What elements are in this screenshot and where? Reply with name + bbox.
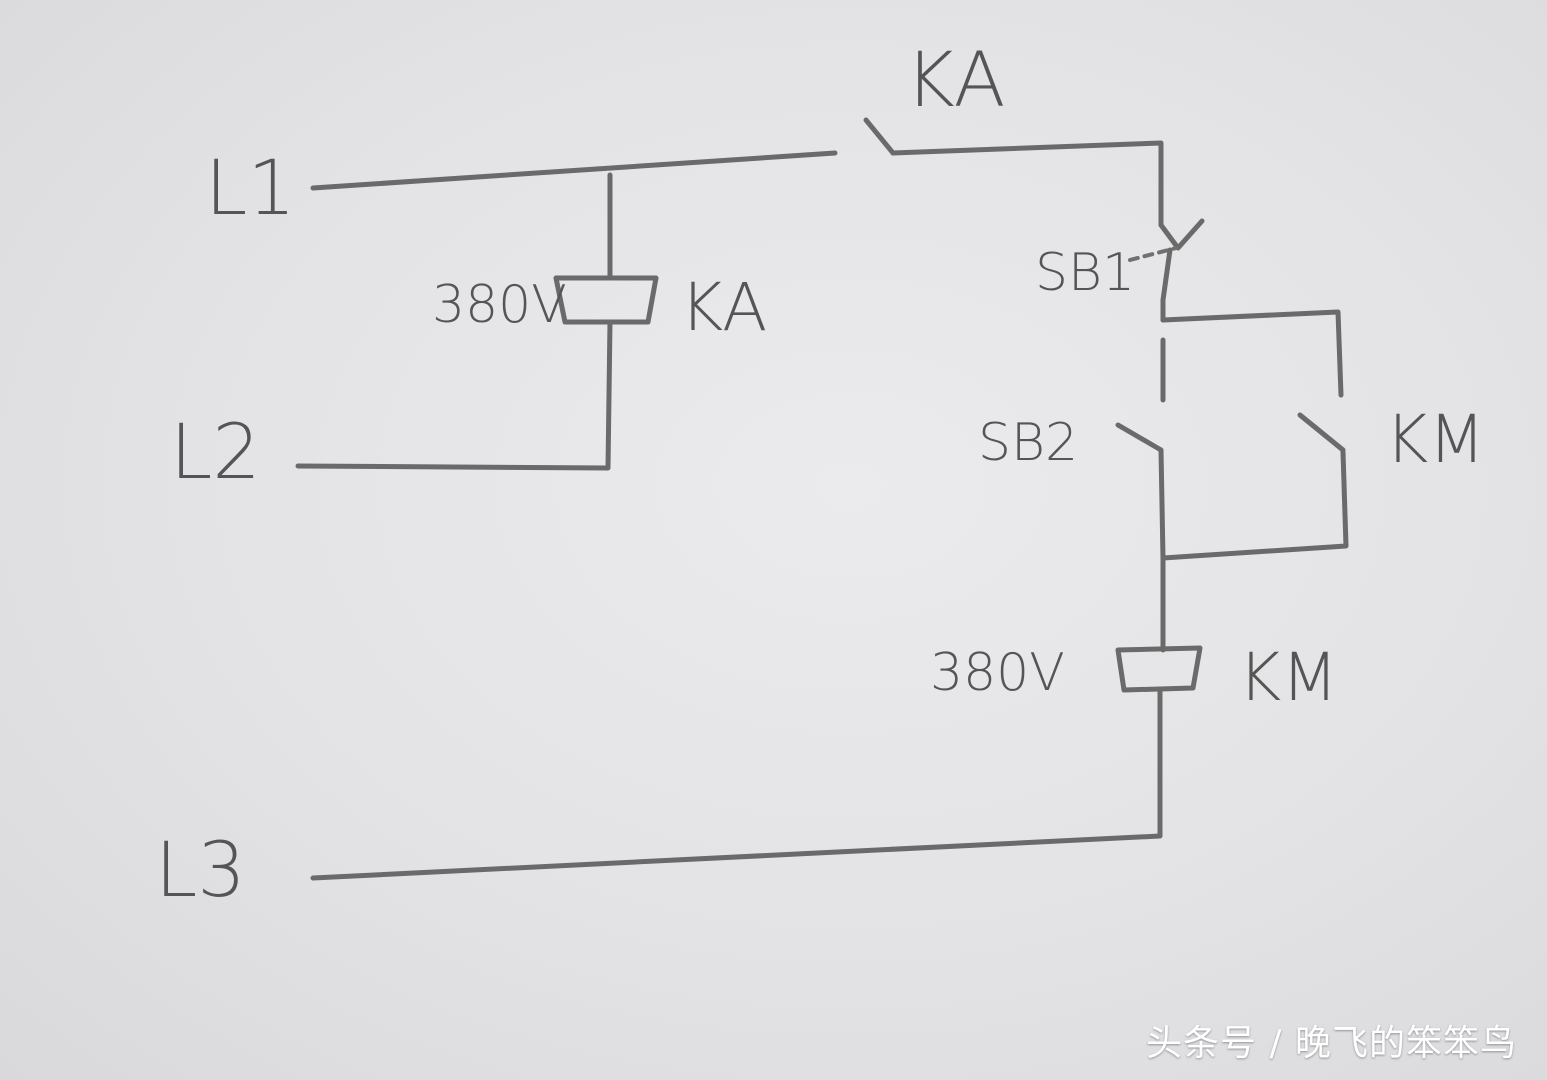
label-ka-contact: KA bbox=[905, 35, 1006, 124]
label-l1: L1 bbox=[205, 143, 296, 232]
sb1-contact bbox=[1158, 218, 1205, 251]
label-km-coil-voltage: 380V bbox=[930, 643, 1065, 703]
label-km-contact: KM bbox=[1385, 401, 1485, 478]
km-coil bbox=[1115, 645, 1203, 693]
label-km-coil: KM bbox=[1238, 639, 1338, 716]
ka-coil bbox=[553, 275, 659, 325]
wire-km-contact-down bbox=[1160, 449, 1349, 561]
label-ka-coil: KA bbox=[680, 269, 767, 346]
ka-contact-blade bbox=[863, 117, 896, 156]
wire-ka-coil-bottom bbox=[295, 319, 613, 471]
label-sb1: SB1 bbox=[1035, 243, 1135, 303]
label-sb2: SB2 bbox=[978, 413, 1078, 473]
label-l3: L3 bbox=[155, 825, 246, 914]
label-ka-coil-voltage: 380V bbox=[432, 275, 567, 335]
wire-sb1-down bbox=[1160, 247, 1173, 323]
sb2-contact bbox=[1115, 422, 1164, 453]
wire-km-coil-bottom bbox=[310, 687, 1163, 881]
wire-ka-to-right bbox=[890, 140, 1164, 228]
wire-sb2-bottom bbox=[1158, 447, 1166, 561]
watermark: 头条号 / 晚飞的笨笨鸟 bbox=[1145, 1023, 1517, 1064]
wire-parallel-top bbox=[1160, 309, 1344, 398]
wire-l1 bbox=[310, 150, 838, 191]
label-l2: L2 bbox=[170, 407, 261, 496]
km-contact bbox=[1297, 412, 1346, 453]
